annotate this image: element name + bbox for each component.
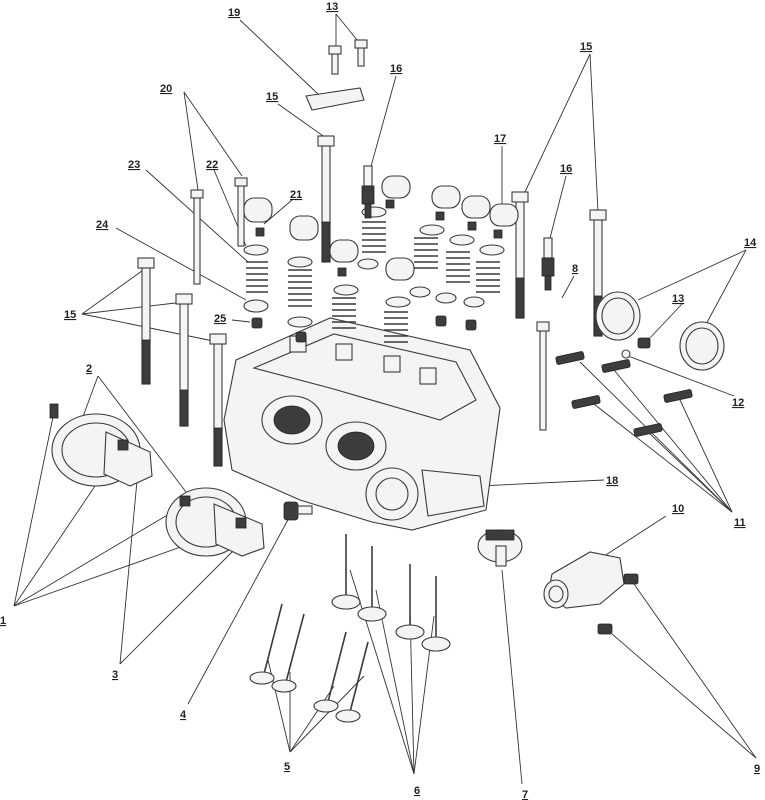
callout-7: 7	[522, 789, 528, 800]
callout-1: 1	[0, 615, 6, 627]
breather-plate	[305, 39, 368, 111]
cylinder-head-bolts	[137, 135, 607, 467]
callout-11: 11	[734, 517, 746, 529]
callout-4: 4	[180, 709, 187, 721]
callout-10: 10	[672, 503, 684, 515]
callout-25: 25	[214, 313, 226, 325]
callout-15-top-right: 15	[580, 41, 592, 53]
valves	[249, 534, 451, 723]
callout-3: 3	[112, 669, 118, 681]
callout-13-right: 13	[672, 293, 684, 305]
callout-8: 8	[572, 263, 578, 275]
spark-plugs	[361, 165, 555, 291]
callout-21: 21	[290, 189, 302, 201]
callout-24: 24	[96, 219, 109, 231]
cylinder-head	[223, 317, 501, 531]
callout-14: 14	[744, 237, 757, 249]
thermostat	[477, 529, 523, 567]
temperature-sensor	[283, 501, 313, 521]
callout-18: 18	[606, 475, 618, 487]
callout-5: 5	[284, 761, 290, 773]
intake-boots	[49, 403, 265, 557]
callout-9: 9	[754, 763, 760, 775]
leader-lines	[13, 13, 757, 785]
callout-20: 20	[160, 83, 172, 95]
callout-22: 22	[206, 159, 218, 171]
valve-train	[243, 175, 519, 343]
callout-19: 19	[228, 7, 240, 19]
studs-and-gaskets	[555, 291, 725, 437]
callout-15-left: 15	[64, 309, 76, 321]
water-outlet-housing	[543, 551, 639, 635]
callout-17: 17	[494, 133, 506, 145]
callout-23: 23	[128, 159, 140, 171]
callout-16-right: 16	[560, 163, 572, 175]
callout-12: 12	[732, 397, 744, 409]
callout-15-top-mid: 15	[266, 91, 278, 103]
callout-6: 6	[414, 785, 420, 797]
callout-2: 2	[86, 363, 92, 375]
callout-13-top: 13	[326, 1, 338, 13]
callout-16-top: 16	[390, 63, 402, 75]
